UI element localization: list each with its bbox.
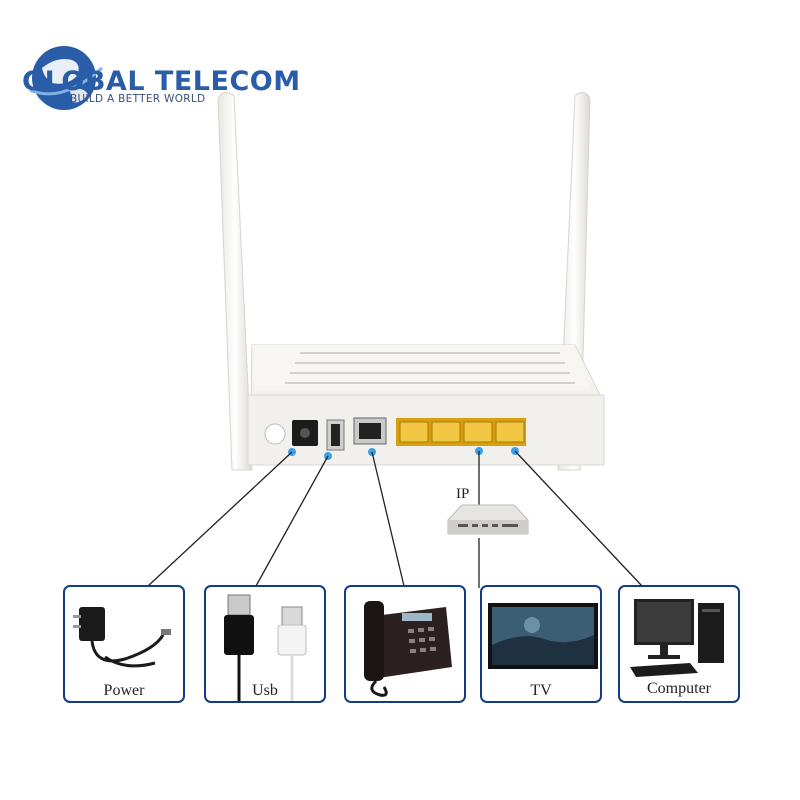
desktop-computer-icon (630, 599, 724, 677)
logo-subtitle: BUILD A BETTER WORLD (70, 93, 206, 105)
ip-label: IP (456, 486, 470, 502)
left-antenna (217, 92, 253, 471)
tv-card: TV (480, 585, 602, 703)
computer-card: Computer (618, 585, 740, 703)
tv-label: TV (530, 682, 552, 699)
desk-phone-icon (364, 601, 452, 697)
usb-label: Usb (252, 682, 278, 699)
usb-cable-icon (224, 594, 307, 701)
tv-monitor-icon (488, 603, 598, 669)
usb-port (326, 419, 345, 451)
logo-title: GLOBAL TELECOM (22, 66, 301, 97)
lan-ports (396, 418, 526, 446)
global-telecom-logo (29, 46, 104, 110)
connection-lines (147, 450, 643, 588)
dc-power-port (292, 420, 318, 446)
power-button (264, 423, 286, 445)
computer-label: Computer (647, 680, 711, 697)
power-label: Power (103, 682, 145, 699)
phone-port (353, 417, 387, 445)
set-top-box (447, 504, 529, 535)
power-card: Power (63, 585, 185, 703)
router-body (247, 344, 605, 466)
usb-card: Usb (204, 585, 326, 703)
power-adapter-icon (73, 607, 171, 668)
globe-icon (29, 46, 104, 110)
phone-card (344, 585, 466, 703)
